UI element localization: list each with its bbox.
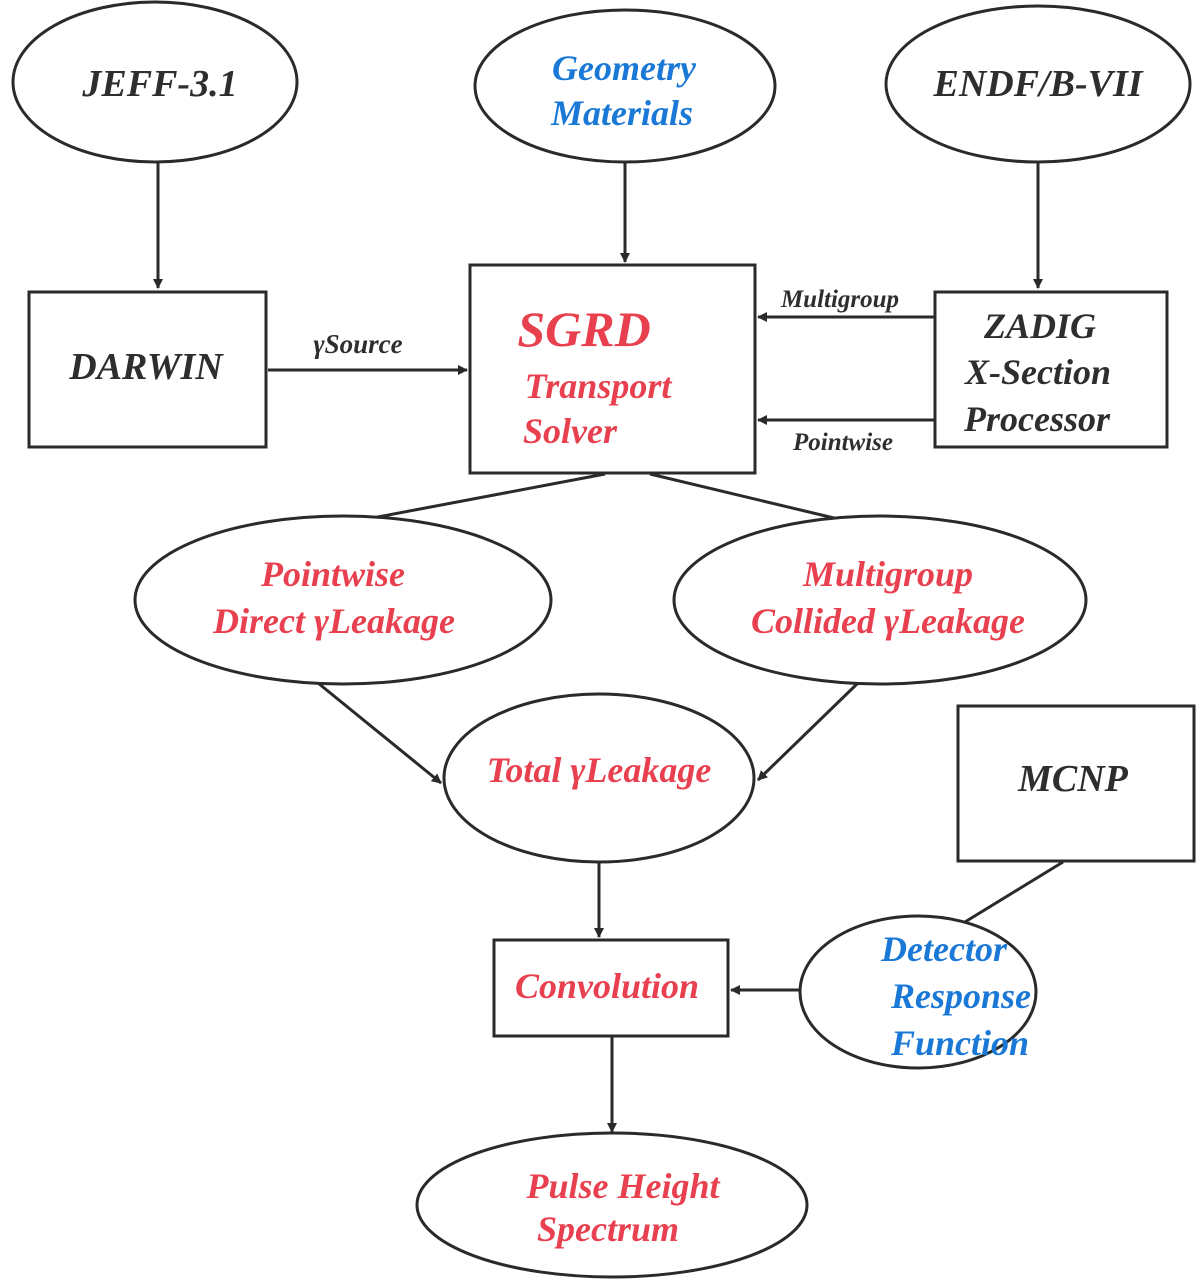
pointwise-direct-label-line-2: Direct γLeakage	[212, 601, 455, 641]
total-label: Total γLeakage	[487, 750, 712, 790]
sgrd-label-line-1: Transport	[525, 366, 673, 406]
pulse-label-line-1: Pulse Height	[525, 1166, 720, 1206]
multigroup-label: Multigroup	[780, 286, 899, 313]
multigroup-collided-label-line-1: Multigroup	[802, 554, 973, 594]
pulse-node	[415, 1131, 809, 1279]
mcnp-label: MCNP	[1017, 758, 1129, 800]
zadig-node	[933, 290, 1169, 449]
pointwise-direct-label-line-1: Pointwise	[260, 554, 405, 594]
darwin-node	[27, 290, 268, 449]
geometry-node	[473, 8, 777, 164]
zadig-label-line-3: Processor	[963, 399, 1111, 439]
edge-pointwise-to-total	[317, 681, 442, 785]
sgrd-node	[468, 263, 757, 475]
zadig-label-line-2: X-Section	[964, 352, 1111, 392]
endf-node	[884, 4, 1192, 164]
zadig-label-line-1: ZADIG	[983, 306, 1096, 346]
jeff-label: JEFF-3.1	[81, 63, 237, 105]
edge-mcnp-to-detector	[959, 860, 1064, 927]
gamma-source-label: γSource	[313, 329, 402, 359]
detector-label-line-2: Response	[890, 976, 1031, 1016]
sgrd-title: SGRD	[517, 301, 650, 357]
edge-multigroup-to-total	[756, 681, 860, 782]
geometry-label-line-2: Materials	[550, 93, 693, 133]
detector-node	[798, 914, 1038, 1070]
edge-sgrd-to-pointwise-direct	[345, 472, 606, 527]
detector-label-line-3: Function	[890, 1023, 1029, 1063]
convolution-label: Convolution	[515, 966, 699, 1006]
total-node	[442, 692, 756, 864]
pointwise-label: Pointwise	[792, 429, 893, 456]
edges	[153, 160, 1064, 1133]
darwin-label: DARWIN	[68, 346, 224, 388]
edge-sgrd-to-multigroup-collided	[649, 472, 856, 526]
geometry-label-line-1: Geometry	[552, 48, 697, 88]
convolution-node	[492, 938, 730, 1038]
jeff-node	[11, 0, 299, 164]
multigroup-collided-node	[672, 514, 1088, 686]
pulse-label-line-2: Spectrum	[537, 1209, 679, 1249]
endf-label: ENDF/B-VII	[932, 63, 1143, 105]
pointwise-direct-node	[133, 514, 553, 686]
detector-label-line-1: Detector	[880, 929, 1008, 969]
sgrd-label-line-2: Solver	[523, 411, 618, 451]
mcnp-node	[956, 704, 1196, 863]
multigroup-collided-label-line-2: Collided γLeakage	[751, 601, 1025, 641]
